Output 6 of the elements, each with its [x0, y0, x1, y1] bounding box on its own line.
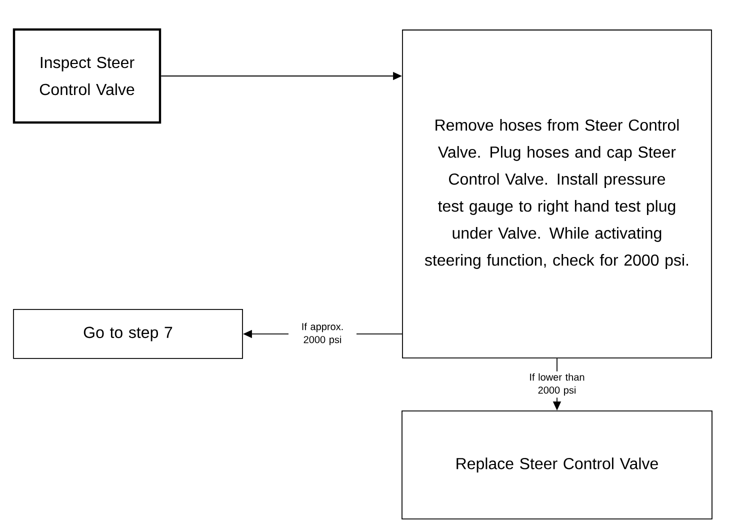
start-box: Inspect Steer Control Valve: [12, 28, 162, 124]
step-box: Remove hoses from Steer Control Valve. Plug hoses and cap Steer Control Valve. Install pressure test gauge to right hand test plug under Valve. While activating steering function, check for 2000 psi.: [402, 30, 712, 358]
edge-label: If lower than 2000 psi: [523, 371, 591, 398]
step-box: Go to step 7: [13, 309, 243, 359]
action-box: Replace Steer Control Valve: [402, 410, 712, 520]
edge-label: If approx. 2000 psi: [288, 320, 356, 348]
